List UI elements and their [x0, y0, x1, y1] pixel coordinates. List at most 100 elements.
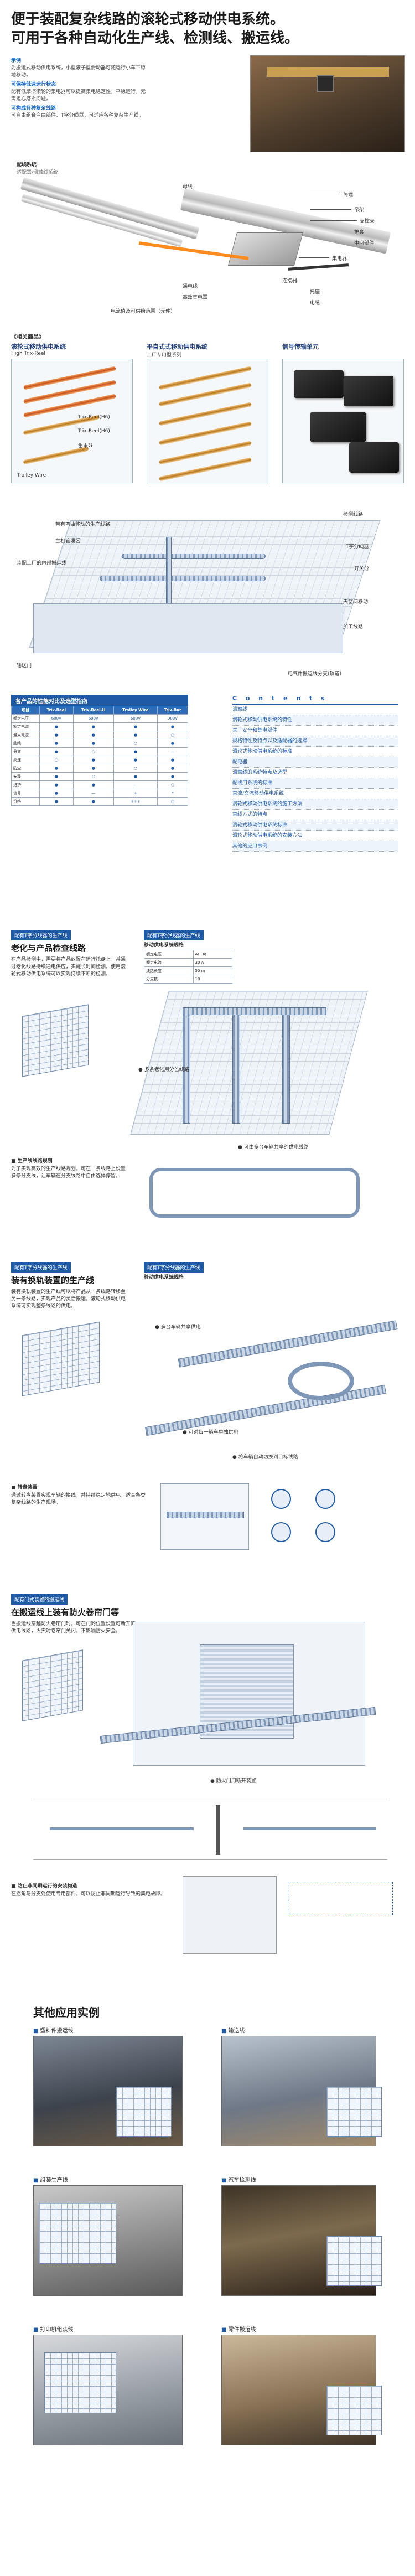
contents-item[interactable]: 配线用系统的标准 — [232, 778, 398, 789]
bar-3 — [159, 402, 252, 426]
callout-6: 母线 — [183, 184, 193, 190]
factory-callout-5: T字分线器 — [346, 544, 369, 550]
contents-item-label: 规格特性及特点以及适配器的选择 — [232, 738, 308, 744]
spec-cell: ○ — [157, 731, 189, 739]
factory-callout-6: 开关分 — [354, 566, 370, 572]
case1-mini-cell: AC 3φ — [193, 950, 233, 959]
factory-track-2 — [100, 576, 266, 581]
contents-item[interactable]: 滑触线 — [232, 705, 398, 715]
factory-wall — [33, 603, 343, 653]
app-label-text-5: 零件搬运线 — [228, 2327, 256, 2333]
hero-description: 示例 为搬运式移动供电系统，小型滚子型滑动器可随运行小车平稳地移动。 可保持低速… — [11, 55, 149, 120]
case1-mini-cell: 线路长度 — [144, 966, 194, 975]
case2-turntable — [288, 1362, 354, 1400]
app-label-5: ■零件搬运线 — [221, 2327, 256, 2333]
spec-cell: ● — [39, 722, 74, 731]
hero-tag-2: 可保持低速运行状态 — [11, 82, 56, 87]
factory-callout-1: 主机管理区 — [55, 539, 81, 544]
spec-cell: ● — [157, 772, 189, 781]
callout-8: 通电线 — [183, 284, 198, 289]
app-cube-2 — [39, 2203, 116, 2264]
contents-panel: C o n t e n t s 滑触线滑轮式移动供电系统的特性关于安全和集电部件… — [232, 695, 398, 852]
app-cube-3 — [326, 2236, 382, 2286]
hero-title-line1: 便于装配复杂线路的滚轮式移动供电系统。 — [11, 11, 285, 28]
case3-section: 配有门式装置的搬运线 在搬运线上装有防火卷帘门等 当搬运线穿越防火卷帘门时，可在… — [0, 1594, 415, 1993]
factory-track-3 — [166, 537, 172, 603]
contents-item-label: 直线方式的特点 — [232, 812, 268, 818]
product-col1-title: 滚轮式移动供电系统 — [11, 343, 66, 350]
spec-cell: ● — [39, 739, 74, 748]
contents-item[interactable]: 其他的应用事例 — [232, 841, 398, 852]
case2-track-upper — [178, 1320, 398, 1368]
contents-item[interactable]: 滑轮式移动供电系统的施工方法 — [232, 799, 398, 810]
case2-cube — [22, 1321, 100, 1396]
app-label-2: ■组装生产线 — [33, 2177, 68, 2184]
contents-item[interactable]: 滑轮式移动供电系统的安装方法 — [232, 831, 398, 841]
contents-item-label: 滑触线 — [232, 707, 248, 712]
case1-mini-cell: 30 A — [193, 958, 233, 967]
factory-callout-7: 天窗间移动 — [343, 599, 369, 605]
spec-row: 高速○●●● — [11, 756, 189, 764]
app-label-text-0: 塑料件搬运线 — [40, 2028, 74, 2034]
app-label-text-2: 组装生产线 — [40, 2177, 68, 2184]
case2-table-title: 移动供电系统规格 — [144, 1275, 184, 1280]
case2-node-4 — [315, 1522, 335, 1542]
contents-item[interactable]: 直线方式的特点 — [232, 810, 398, 820]
spec-th: Trix-Reel — [39, 706, 74, 715]
spec-cell: 600V — [113, 714, 158, 723]
contents-item[interactable]: 关于安全和集电部件 — [232, 726, 398, 736]
case3-tag: 配有门式装置的搬运线 — [11, 1594, 68, 1605]
spec-th: Trolley Wire — [113, 706, 158, 715]
case3-sub-title: ■ 防止非同期运行的安装构造 — [11, 1884, 77, 1889]
signal-unit-2 — [344, 376, 393, 406]
callout-4: 中间部件 — [354, 241, 375, 246]
rail-system-sublabel: 适配器/滑触线系统 — [17, 170, 59, 175]
case2-node-2 — [315, 1489, 335, 1509]
contents-item[interactable]: 规格特性及特点以及适配器的选择 — [232, 736, 398, 747]
hero-factory-photo — [250, 55, 405, 152]
product-col3-title: 信号传输单元 — [282, 343, 319, 350]
spec-cell: ● — [39, 747, 74, 756]
contents-item-label: 关于安全和集电部件 — [232, 728, 278, 733]
case2-tag: 配有T字分线器的生产线 — [11, 1262, 71, 1273]
product-col1-label-1: Trix-Reel(H6) — [78, 428, 110, 434]
spec-cell: ● — [72, 764, 114, 773]
contents-item[interactable]: 直流/交流移动供电系统 — [232, 789, 398, 799]
case1-callout1: ● 多条老化用分岔线路 — [138, 1067, 189, 1073]
case3-sub-body: 在拐角与分支处使用专用部件，可以防止非同期运行导致的集电故障。 — [11, 1891, 166, 1897]
spec-cell: ● — [113, 772, 158, 781]
signal-unit-1 — [294, 370, 344, 398]
leader-1 — [310, 209, 351, 210]
contents-item[interactable]: 配电器 — [232, 757, 398, 768]
case1-table-title: 移动供电系统规格 — [144, 943, 184, 948]
case2-track-lower — [144, 1384, 387, 1436]
contents-item-label: 滑轮式移动供电系统的标准 — [232, 749, 293, 754]
case1-loop — [149, 1168, 360, 1218]
case1-tag: 配有T字分线器的生产线 — [11, 930, 71, 940]
contents-item[interactable]: 滑触线的系统特点及选型 — [232, 768, 398, 778]
contents-item[interactable]: 滑轮式移动供电系统的标准 — [232, 747, 398, 757]
spec-row-label: 价格 — [11, 797, 40, 806]
case2-body: 装有换轨装置的生产线可以将产品从一条线路转移至另一条线路，实现产品的灵活搬运，滚… — [11, 1289, 126, 1309]
spec-table: 项目 Trix-Reel Trix-Reel-H Trolley Wire Tr… — [11, 706, 189, 806]
spec-row-label: 高速 — [11, 756, 40, 764]
spec-row-label: 信号 — [11, 789, 40, 798]
spec-cell: ● — [72, 780, 114, 789]
spec-row-label: 分支 — [11, 747, 40, 756]
callout-1: 吊架 — [354, 208, 365, 213]
contents-item[interactable]: 滑轮式移动供电系统的特性 — [232, 715, 398, 726]
spec-cell: ● — [113, 747, 158, 756]
hero-text-2: 配有低摩擦滚轮的集电器可以提高集电稳定性，平稳运行，无需担心磨损问题。 — [11, 89, 146, 102]
products-header: 《相关商品》 — [11, 334, 44, 340]
spec-cell: ● — [157, 756, 189, 764]
spec-row-label: 额定电流 — [11, 722, 40, 731]
contents-item[interactable]: 滑轮式移动供电系统标准 — [232, 820, 398, 831]
spec-th: Trix-Reel-H — [72, 706, 114, 715]
case3-title: 在搬运线上装有防火卷帘门等 — [11, 1607, 120, 1617]
callout-2: 支撑夹 — [360, 219, 375, 224]
spec-cell: ● — [39, 764, 74, 773]
contents-item-label: 配电器 — [232, 759, 248, 765]
